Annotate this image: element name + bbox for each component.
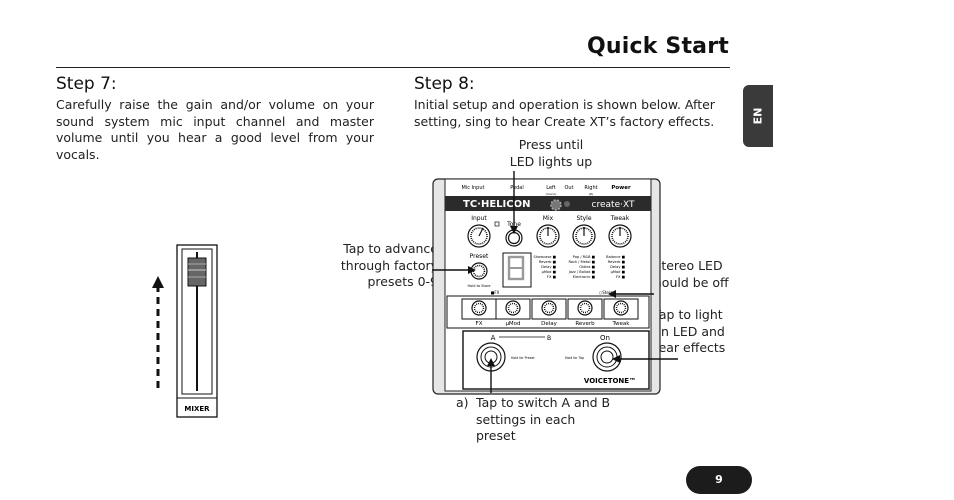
- label-footswitch-on: On: [600, 334, 610, 342]
- svg-text:Pop / R&B ■: Pop / R&B ■: [573, 255, 596, 259]
- umod-button[interactable]: [495, 298, 531, 320]
- style-list-col2: Pop / R&B ■ Rock / Metal ■ Oldies ■ Jazz…: [568, 255, 596, 279]
- svg-text:Reverb ■: Reverb ■: [539, 260, 557, 264]
- page-number: 9: [686, 466, 752, 494]
- label-delay: Delay: [541, 321, 558, 327]
- svg-text:μMod ■: μMod ■: [542, 270, 557, 274]
- fader-knob: [187, 257, 207, 287]
- arrow-head-icon: [608, 290, 616, 298]
- model-name: create·XT: [592, 200, 635, 210]
- voicetone-logo: VOICETONE™: [584, 377, 636, 385]
- style-list-col3: Balance ■ Reverb ■ Delay ■ μMod ■ FX ■: [606, 255, 625, 279]
- stereo-led-label: ○Stereo: [599, 290, 616, 295]
- label-right-sub: (R): [589, 192, 593, 196]
- step8-body: Initial setup and operation is shown bel…: [414, 97, 715, 129]
- label-footswitch-b: B: [547, 335, 551, 342]
- input-knob[interactable]: [467, 224, 491, 248]
- label-tweak: Tweak: [610, 215, 630, 222]
- page-title: Quick Start: [586, 34, 729, 59]
- svg-text:FX ■: FX ■: [616, 275, 626, 279]
- label-input: Input: [471, 215, 487, 222]
- annotation-tap-advance: Tap to advance through factory presets 0…: [340, 241, 438, 289]
- label-hold-to-store: Hold to Store: [468, 284, 491, 288]
- annotation-stereo-led: Stereo LED should be off: [647, 258, 729, 290]
- label-reverb: Reverb: [575, 321, 595, 327]
- create-xt-device: Mic Input Pedal Left Out Right Power (mo…: [432, 178, 661, 395]
- label-footswitch-a: A: [491, 334, 496, 342]
- label-mic-input: Mic Input: [462, 185, 485, 191]
- svg-text:μMod ■: μMod ■: [611, 270, 626, 274]
- step8-heading: Step 8:: [414, 74, 475, 94]
- up-arrow-icon: [152, 276, 164, 288]
- annotation-press-led: Press until LED lights up: [509, 137, 593, 169]
- label-power: Power: [611, 185, 631, 191]
- step7-body: Carefully raise the gain and/or volume o…: [56, 97, 374, 162]
- preset-display: [502, 252, 532, 288]
- tweak-knob[interactable]: [608, 224, 632, 248]
- svg-text:Delay ■: Delay ■: [541, 265, 556, 269]
- brand-logo: TC·HELICON: [463, 199, 530, 210]
- svg-text:FX ■: FX ■: [547, 275, 557, 279]
- mixer-fader-illustration: MIXER: [152, 244, 218, 418]
- label-pedal: Pedal: [510, 185, 524, 191]
- label-hold-for-tap: Hold for Tap: [565, 356, 584, 360]
- delay-button[interactable]: [531, 298, 567, 320]
- arrow-head-icon: [487, 358, 495, 366]
- label-mix: Mix: [543, 215, 554, 222]
- annotation-ab-prefix: a): [456, 395, 469, 410]
- svg-text:Balance ■: Balance ■: [606, 255, 625, 259]
- preset-button[interactable]: [470, 262, 488, 280]
- gear-logo-icon: [550, 199, 562, 211]
- svg-text:Showcase ■: Showcase ■: [534, 255, 557, 259]
- label-preset: Preset: [470, 253, 489, 260]
- brand-bar: [445, 196, 651, 211]
- annotation-ab-switch: Tap to switch A and B settings in each p…: [476, 395, 611, 443]
- arrow-head-icon: [510, 226, 518, 234]
- label-left-sub: (mono): [546, 192, 557, 196]
- effects-row-frame: [446, 295, 650, 329]
- label-hold-for-preset: Hold for Preset: [511, 356, 535, 360]
- mixer-label: MIXER: [184, 405, 210, 413]
- label-out: Out: [564, 185, 573, 191]
- label-left: Left: [546, 185, 555, 191]
- svg-text:Electronic ■: Electronic ■: [573, 275, 596, 279]
- label-fx: FX: [476, 321, 483, 327]
- reverb-button[interactable]: [567, 298, 603, 320]
- step7-heading: Step 7:: [56, 74, 117, 94]
- svg-text:Rock / Metal ■: Rock / Metal ■: [568, 260, 595, 264]
- svg-text:Jazz / Ballad ■: Jazz / Ballad ■: [568, 270, 596, 274]
- footswitch-on[interactable]: [592, 342, 622, 372]
- svg-text:Reverb ■: Reverb ■: [608, 260, 626, 264]
- tweak-button[interactable]: [603, 298, 639, 320]
- label-umod: μMod: [505, 321, 520, 327]
- input-led: [494, 221, 500, 227]
- header-rule: [56, 67, 730, 68]
- fx-led-label: ■FX: [491, 290, 500, 295]
- language-tab: EN: [743, 85, 773, 147]
- fader-slot-frame: [181, 248, 213, 395]
- fx-button[interactable]: [461, 298, 497, 320]
- mix-knob[interactable]: [536, 224, 560, 248]
- style-list-col1: Showcase ■ Reverb ■ Delay ■ μMod ■ FX ■: [534, 255, 557, 279]
- annotation-tap-light: Tap to light On LED and hear effects: [650, 307, 726, 355]
- label-tweak-button: Tweak: [612, 321, 631, 327]
- label-style: Style: [576, 215, 591, 222]
- svg-text:Delay ■: Delay ■: [610, 265, 625, 269]
- arrow-head-icon: [468, 266, 476, 274]
- svg-text:Oldies ■: Oldies ■: [579, 265, 595, 269]
- label-right: Right: [584, 185, 597, 191]
- style-knob[interactable]: [572, 224, 596, 248]
- arrow-head-icon: [612, 355, 620, 363]
